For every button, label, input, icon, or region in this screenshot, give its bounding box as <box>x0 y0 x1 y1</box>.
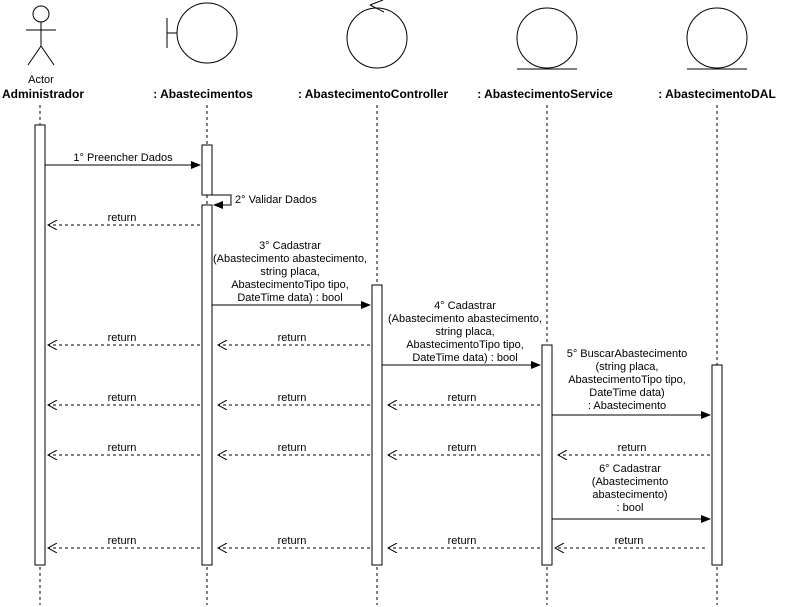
return-label: return <box>278 332 307 344</box>
participant-abastecimento-controller: : AbastecimentoController <box>298 87 449 101</box>
activation-abastecimentos-1 <box>201 144 213 196</box>
message-1-label: 1° Preencher Dados <box>73 152 173 164</box>
return-label: return <box>108 442 137 454</box>
entity-icon-service <box>516 7 578 70</box>
message-4-label: 4° Cadastrar(Abastecimento abastecimento… <box>388 300 542 364</box>
return-label: return <box>618 442 647 454</box>
actor-stereotype: Actor <box>28 74 54 86</box>
return-label: return <box>278 392 307 404</box>
activation-dal <box>711 364 723 566</box>
activation-service <box>541 344 553 566</box>
participant-administrador: Administrador <box>2 87 84 101</box>
return-label: return <box>448 442 477 454</box>
return-label: return <box>108 392 137 404</box>
participant-abastecimento-dal: : AbastecimentoDAL <box>658 87 776 101</box>
return-label: return <box>108 535 137 547</box>
return-label: return <box>108 212 137 224</box>
return-label: return <box>448 392 477 404</box>
participant-abastecimento-service: : AbastecimentoService <box>477 87 613 101</box>
message-2-label: 2° Validar Dados <box>235 194 317 206</box>
boundary-icon <box>166 2 238 64</box>
return-label: return <box>448 535 477 547</box>
return-label: return <box>278 442 307 454</box>
return-label: return <box>278 535 307 547</box>
message-3-label: 3° Cadastrar(Abastecimento abastecimento… <box>213 240 367 304</box>
return-label: return <box>615 535 644 547</box>
activation-abastecimentos-2 <box>201 204 213 566</box>
return-label: return <box>108 332 137 344</box>
control-icon <box>346 0 408 69</box>
activation-administrador <box>34 124 46 566</box>
participant-abastecimentos: : Abastecimentos <box>153 87 253 101</box>
activation-controller <box>371 284 383 566</box>
actor-icon <box>26 5 56 66</box>
message-2-arrow <box>212 194 232 209</box>
entity-icon-dal <box>686 7 748 70</box>
message-5-label: 5° BuscarAbastecimento(string placa,Abas… <box>567 348 688 412</box>
